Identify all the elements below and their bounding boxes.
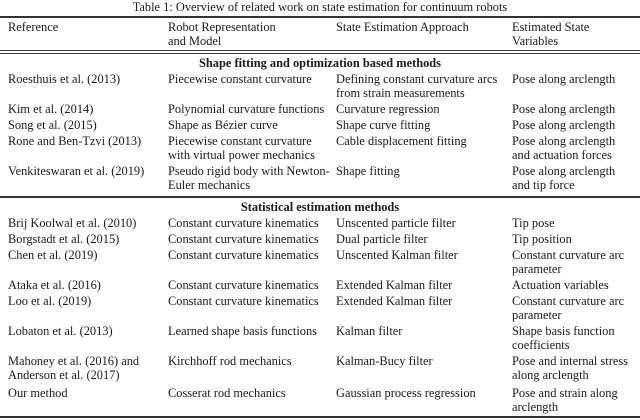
cell-reference: Loo et al. (2019) <box>8 294 92 308</box>
cell-model: Constant curvature kinematics <box>168 232 319 246</box>
cell-variables: Pose and internal stress along arclength <box>512 354 628 382</box>
cell-approach: Kalman filter <box>336 324 403 338</box>
cell-variables: Tip pose <box>512 216 555 230</box>
cell-approach: Unscented Kalman filter <box>336 248 458 262</box>
cell-variables: Pose and strain along arclength <box>512 386 618 414</box>
cell-approach: Defining constant curvature arcs from st… <box>336 72 498 100</box>
cell-model: Constant curvature kinematics <box>168 216 319 230</box>
cell-approach: Dual particle filter <box>336 232 428 246</box>
section-rule <box>0 196 640 198</box>
header-rule <box>0 53 640 54</box>
cell-variables: Pose along arclength <box>512 72 616 86</box>
cell-model: Pseudo rigid body with Newton- Euler mec… <box>168 164 330 192</box>
cell-approach: Cable displacement fitting <box>336 134 467 148</box>
column-header: Reference <box>8 20 59 34</box>
cell-reference: Brij Koolwal et al. (2010) <box>8 216 137 230</box>
cell-model: Learned shape basis functions <box>168 324 317 338</box>
cell-reference: Roesthuis et al. (2013) <box>8 72 121 86</box>
cell-approach: Shape curve fitting <box>336 118 431 132</box>
cell-variables: Shape basis function coefficients <box>512 324 615 352</box>
cell-approach: Gaussian process regression <box>336 386 476 400</box>
cell-approach: Curvature regression <box>336 102 440 116</box>
cell-model: Cosserat rod mechanics <box>168 386 286 400</box>
section-title: Statistical estimation methods <box>240 200 400 214</box>
column-header: Robot Representation and Model <box>168 20 276 48</box>
cell-reference: Rone and Ben-Tzvi (2013) <box>8 134 142 148</box>
cell-reference: Song et al. (2015) <box>8 118 97 132</box>
cell-approach: Extended Kalman filter <box>336 278 453 292</box>
cell-model: Constant curvature kinematics <box>168 294 319 308</box>
header-rule <box>0 50 640 51</box>
cell-reference: Ataka et al. (2016) <box>8 278 101 292</box>
cell-reference: Kim et al. (2014) <box>8 102 94 116</box>
cell-model: Piecewise constant curvature <box>168 72 312 86</box>
cell-reference: Venkiteswaran et al. (2019) <box>8 164 145 178</box>
cell-reference: Chen et al. (2019) <box>8 248 98 262</box>
cell-model: Piecewise constant curvature with virtua… <box>168 134 315 162</box>
cell-variables: Pose along arclength <box>512 102 616 116</box>
column-header: Estimated State Variables <box>512 20 590 48</box>
section-title: Shape fitting and optimization based met… <box>199 56 441 70</box>
cell-variables: Pose along arclength and tip force <box>512 164 616 192</box>
cell-model: Polynomial curvature functions <box>168 102 325 116</box>
cell-reference: Borgstadt et al. (2015) <box>8 232 120 246</box>
cell-approach: Shape fitting <box>336 164 400 178</box>
cell-variables: Pose along arclength <box>512 118 616 132</box>
cell-approach: Kalman-Bucy filter <box>336 354 433 368</box>
cell-model: Kirchhoff rod mechanics <box>168 354 292 368</box>
cell-reference: Mahoney et al. (2016) and Anderson et al… <box>8 354 140 382</box>
cell-reference: Our method <box>8 386 68 400</box>
top-rule <box>0 16 640 18</box>
table-caption: Table 1: Overview of related work on sta… <box>132 0 508 14</box>
cell-variables: Constant curvature arc parameter <box>512 248 625 276</box>
cell-variables: Pose along arclength and actuation force… <box>512 134 616 162</box>
cell-variables: Tip position <box>512 232 572 246</box>
cell-model: Shape as Bézier curve <box>168 118 278 132</box>
cell-variables: Actuation variables <box>512 278 609 292</box>
cell-variables: Constant curvature arc parameter <box>512 294 625 322</box>
bottom-rule <box>0 416 640 418</box>
cell-approach: Extended Kalman filter <box>336 294 453 308</box>
cell-reference: Lobaton et al. (2013) <box>8 324 113 338</box>
cell-approach: Unscented particle filter <box>336 216 456 230</box>
cell-model: Constant curvature kinematics <box>168 248 319 262</box>
cell-model: Constant curvature kinematics <box>168 278 319 292</box>
column-header: State Estimation Approach <box>336 20 469 34</box>
